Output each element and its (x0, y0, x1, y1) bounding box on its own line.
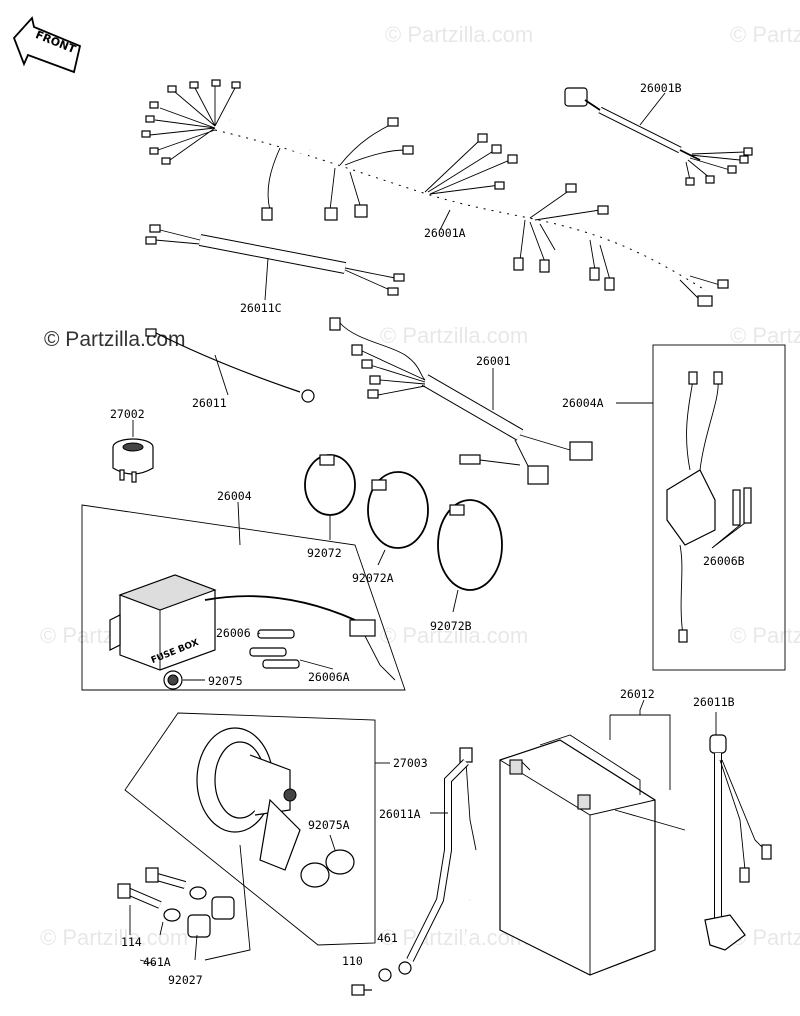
label-26011b: 26011B (693, 695, 735, 709)
label-26006b: 26006B (703, 554, 745, 568)
label-26006: 26006 (216, 626, 251, 640)
watermark: © Partzilla.com (730, 323, 800, 348)
label-92075a: 92075A (308, 818, 350, 832)
switch-27002 (112, 438, 154, 483)
label-110: 110 (342, 954, 363, 968)
battery-26012 (499, 710, 686, 976)
label-26011: 26011 (192, 396, 227, 410)
label-26006a: 26006A (308, 670, 350, 684)
fuse-box-panel: FUSE BOX (81, 504, 406, 691)
harness-26011c (145, 224, 405, 296)
part-labels: 26001B 26001A 26011C 26001 26011 26004A … (110, 81, 745, 987)
main-harness (141, 79, 729, 307)
label-27002: 27002 (110, 407, 145, 421)
hardware (117, 844, 251, 961)
label-92075: 92075 (208, 674, 243, 688)
front-arrow-icon: FRONT (12, 16, 82, 74)
label-461a: 461A (143, 955, 171, 969)
label-26012: 26012 (620, 687, 655, 701)
harness-26001b (564, 87, 753, 186)
label-27003: 27003 (393, 756, 428, 770)
label-26004a: 26004A (562, 396, 604, 410)
label-92072a: 92072A (352, 571, 394, 585)
bands (304, 454, 503, 591)
watermark: © Partzilla.com (380, 323, 528, 348)
harness-26001 (329, 317, 593, 485)
battery-cable-26011a (351, 747, 477, 996)
label-26011a: 26011A (379, 807, 421, 821)
wire-26011 (145, 328, 315, 403)
cable-26011b (704, 734, 772, 951)
label-92027: 92027 (168, 973, 203, 987)
watermark-main: © Partzilla.com (44, 328, 186, 351)
box-26004a (652, 344, 786, 671)
label-26011c: 26011C (240, 301, 282, 315)
label-26004: 26004 (217, 489, 252, 503)
watermark: © Partzilla.com (40, 925, 188, 950)
label-26001b: 26001B (640, 81, 682, 95)
label-92072: 92072 (307, 546, 342, 560)
watermark: © Partzilla.com (380, 623, 528, 648)
label-92072b: 92072B (430, 619, 472, 633)
label-26001a: 26001A (424, 226, 466, 240)
label-461: 461 (377, 931, 398, 945)
horn-panel (124, 712, 376, 946)
watermark: © Partzilla.com (730, 22, 800, 47)
leader-lines (132, 92, 746, 965)
label-114: 114 (121, 935, 142, 949)
watermark: © Partzilla.com (385, 22, 533, 47)
label-26001: 26001 (476, 354, 511, 368)
watermark: © Partzilla.com (730, 623, 800, 648)
